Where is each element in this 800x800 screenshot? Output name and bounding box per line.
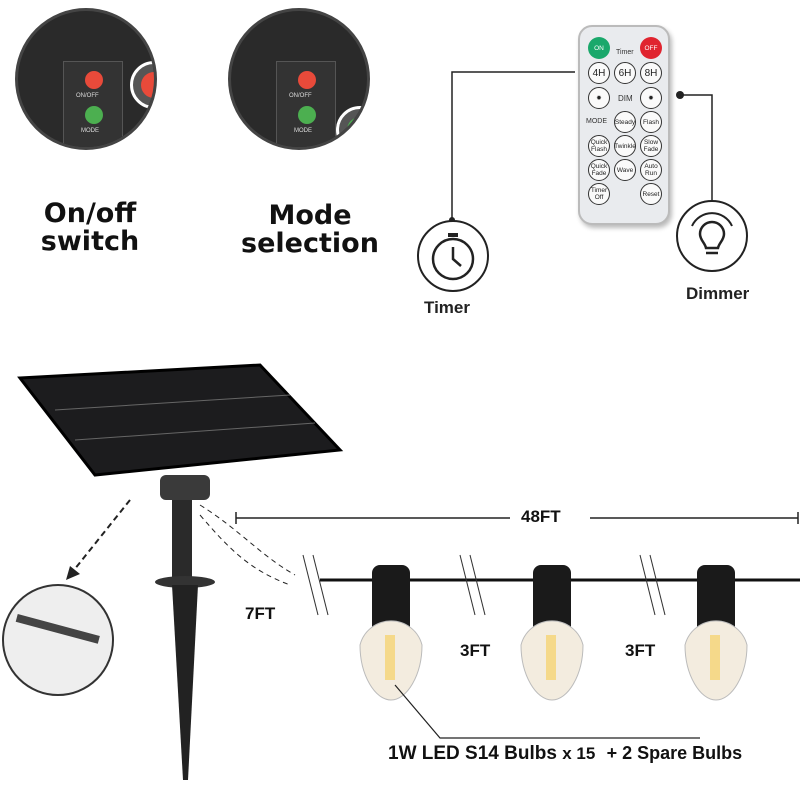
connector-lines xyxy=(449,71,713,223)
remote-6h-button[interactable]: 6H xyxy=(614,62,636,84)
bulb-spacing-label: 3FT xyxy=(460,641,491,660)
bulb xyxy=(684,565,748,701)
lead-length-label: 7FT xyxy=(245,604,276,623)
dim-label: DIM xyxy=(618,94,633,103)
onoff-closeup: ON/OFF MODE xyxy=(15,8,157,150)
timer-label: Timer xyxy=(424,298,470,317)
remote-reset-button[interactable]: Reset xyxy=(640,183,662,205)
remote-flash-button[interactable]: Flash xyxy=(640,111,662,133)
onoff-label: ON/OFF xyxy=(76,93,99,99)
dimmer-icon xyxy=(676,200,748,272)
bulb xyxy=(359,565,423,701)
remote-quick-fade-button[interactable]: Quick Fade xyxy=(588,159,610,181)
product-illustration xyxy=(2,363,800,780)
timer-icon xyxy=(417,220,489,292)
remote-8h-button[interactable]: 8H xyxy=(640,62,662,84)
mode-label: MODE xyxy=(81,128,99,134)
remote-control: ON OFF Timer 4H 6H 8H ✹ DIM ✹ MODE Stead… xyxy=(578,25,670,225)
bulb xyxy=(520,565,584,701)
remote-wave-button[interactable]: Wave xyxy=(614,159,636,181)
remote-on-button[interactable]: ON xyxy=(588,37,610,59)
installation-closeup xyxy=(2,584,114,696)
mode-label: MODE xyxy=(294,128,312,134)
mode-icon xyxy=(298,106,316,124)
bulb-spacing-label: 3FT xyxy=(625,641,656,660)
ground-stake xyxy=(155,475,215,780)
mode-closeup: ON/OFF MODE xyxy=(228,8,370,150)
remote-twinkle-button[interactable]: Twinkle xyxy=(614,135,636,157)
bulb-caption: 1W LED S14 Bulbs x 15 + 2 Spare Bulbs xyxy=(388,743,743,764)
mode-label: MODE xyxy=(586,118,607,125)
remote-4h-button[interactable]: 4H xyxy=(588,62,610,84)
remote-timer-off-button[interactable]: Timer Off xyxy=(588,183,610,205)
timer-label: Timer xyxy=(616,49,634,56)
dimmer-label: Dimmer xyxy=(686,284,750,303)
remote-steady-button[interactable]: Steady xyxy=(614,111,636,133)
remote-off-button[interactable]: OFF xyxy=(640,37,662,59)
remote-quick-flash-button[interactable]: Quick Flash xyxy=(588,135,610,157)
power-icon xyxy=(85,71,103,89)
remote-dim-down-button[interactable]: ✹ xyxy=(588,87,610,109)
remote-slow-fade-button[interactable]: Slow Fade xyxy=(640,135,662,157)
mode-icon xyxy=(85,106,103,124)
onoff-label: ON/OFF xyxy=(289,93,312,99)
remote-auto-run-button[interactable]: Auto Run xyxy=(640,159,662,181)
solar-panel xyxy=(17,363,344,477)
power-icon xyxy=(298,71,316,89)
remote-dim-up-button[interactable]: ✹ xyxy=(640,87,662,109)
total-length-label: 48FT xyxy=(521,507,561,526)
